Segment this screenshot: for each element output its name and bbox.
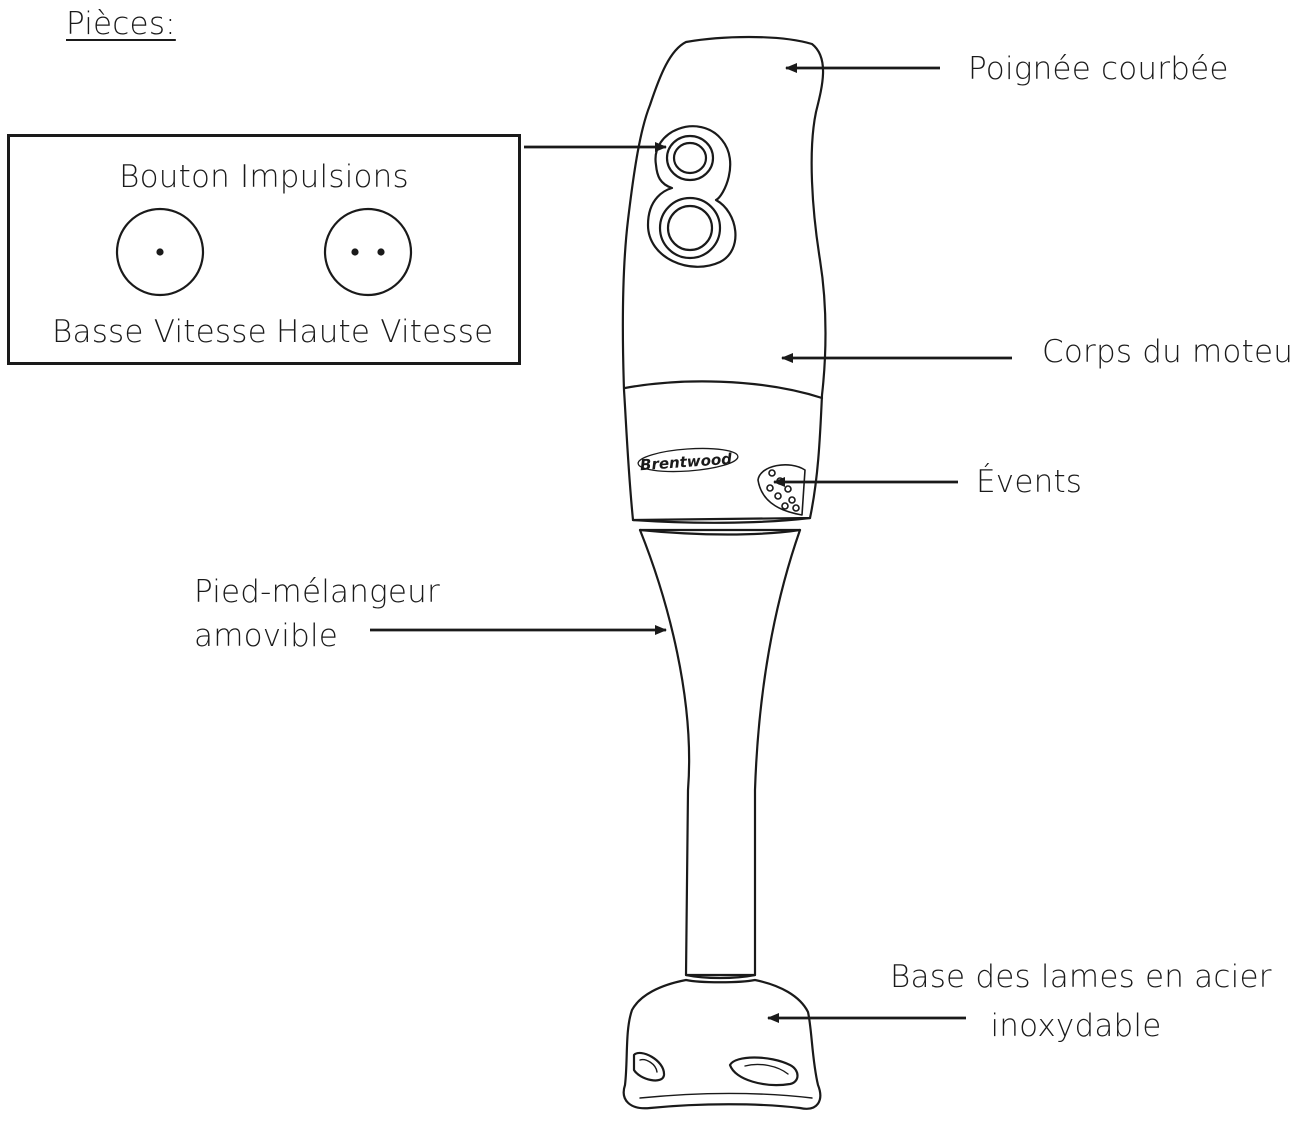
page-title: Pièces: — [66, 6, 176, 42]
blade-guard-outline — [622, 978, 822, 1110]
shaft-ring — [684, 973, 757, 980]
collar-top-line — [623, 380, 824, 400]
label-blade-base-line2: inoxydable — [990, 1008, 1162, 1044]
high-speed-button-icon — [323, 207, 413, 297]
low-speed-button-icon — [115, 207, 205, 297]
label-shaft-line2: amovible — [194, 618, 339, 654]
blade-guard-window-right — [728, 1056, 799, 1087]
body-buttons — [646, 125, 737, 268]
high-speed-label: Haute Vitesse — [276, 314, 494, 350]
low-speed-dot-icon — [156, 248, 164, 256]
high-speed-dot-right-icon — [377, 248, 385, 256]
low-speed-label: Basse Vitesse — [52, 314, 267, 350]
shaft-outline — [638, 528, 802, 977]
label-handle: Poignée courbée — [968, 51, 1229, 87]
label-motor-body: Corps du moteur — [1042, 334, 1295, 370]
label-vents: Évents — [976, 464, 1083, 500]
high-speed-dot-left-icon — [351, 248, 359, 256]
motor-body-outline — [621, 35, 827, 522]
blade-guard-window-left — [632, 1051, 666, 1082]
label-shaft-line1: Pied-mélangeur — [194, 574, 440, 610]
pulse-box-heading: Bouton Impulsions — [119, 159, 409, 195]
blade-guard-bottom-rim — [639, 1092, 813, 1099]
collar-bottom-line — [631, 516, 812, 524]
pulse-button-box: Bouton Impulsions Basse Vitesse Haute Vi… — [7, 134, 521, 365]
label-blade-base-line1: Base des lames en acier — [890, 959, 1272, 995]
shaft-top-ring — [638, 528, 802, 536]
